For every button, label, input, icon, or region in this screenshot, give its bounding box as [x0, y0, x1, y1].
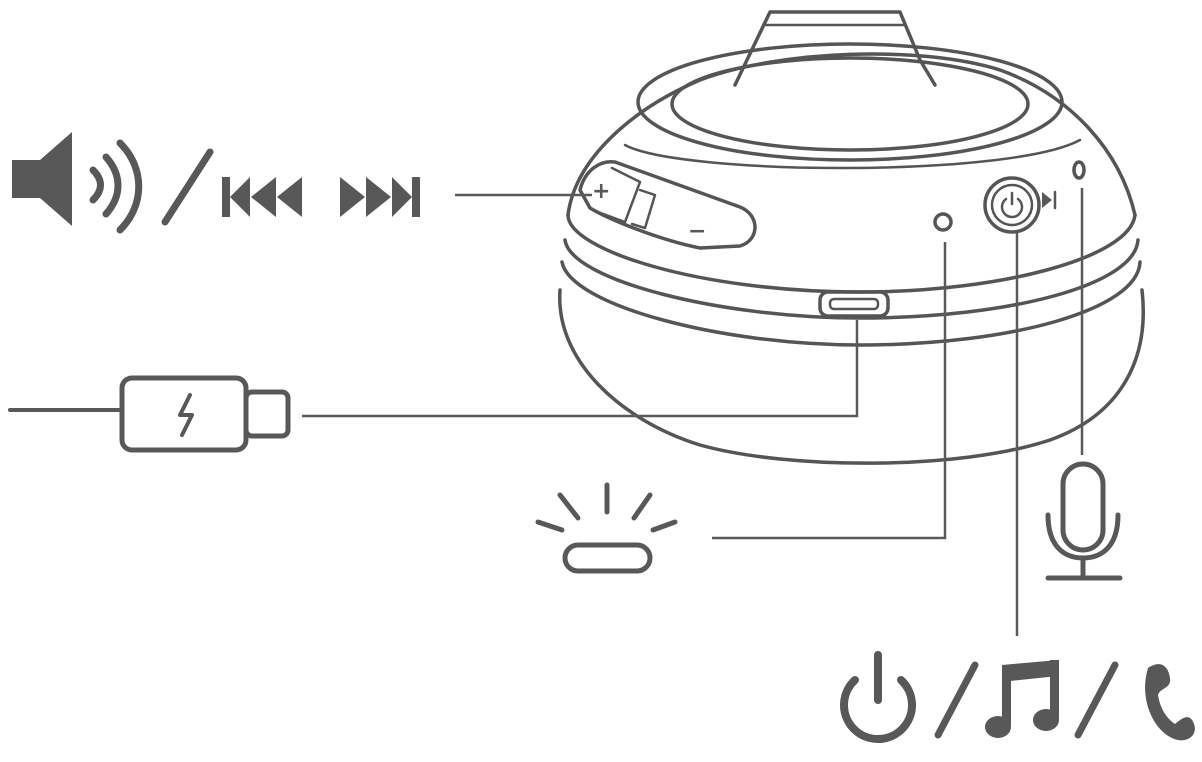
headband-stub	[733, 10, 937, 87]
phone-handset-icon	[1145, 664, 1195, 741]
callout-power-play-call	[840, 651, 1195, 744]
callout-microphone	[1045, 461, 1123, 581]
leader-led	[712, 242, 947, 540]
earcup: + −	[558, 10, 1145, 465]
speaker-volume-icon	[12, 132, 143, 234]
led-indicator-hole	[933, 212, 953, 232]
earcup-band	[566, 213, 1137, 294]
usb-charging-port	[818, 290, 890, 318]
leader-charging	[302, 320, 859, 418]
separator-slash-2	[934, 661, 979, 739]
power-play-button	[983, 176, 1057, 234]
power-icon	[840, 651, 916, 744]
earcup-top-ring	[636, 42, 1064, 162]
leader-lines	[302, 188, 1084, 636]
previous-track-icon	[222, 177, 302, 217]
separator-slash-3	[1074, 661, 1119, 739]
separator-slash-1	[161, 148, 214, 226]
callout-charging	[8, 375, 291, 453]
usb-charging-plug-icon	[8, 375, 291, 453]
volume-rocker: + −	[578, 160, 757, 250]
next-track-icon	[340, 177, 420, 217]
earcup-lower-shell	[558, 288, 1145, 465]
volume-plus-symbol: +	[592, 179, 610, 204]
earcup-top-shell	[566, 52, 1137, 217]
music-note-icon	[985, 660, 1059, 738]
microphone-hole	[1072, 160, 1086, 180]
callout-volume-track	[12, 132, 420, 234]
volume-minus-symbol: −	[688, 219, 706, 244]
led-indicator-light-icon	[535, 482, 678, 574]
callout-led	[535, 482, 678, 574]
microphone-icon	[1045, 461, 1123, 581]
